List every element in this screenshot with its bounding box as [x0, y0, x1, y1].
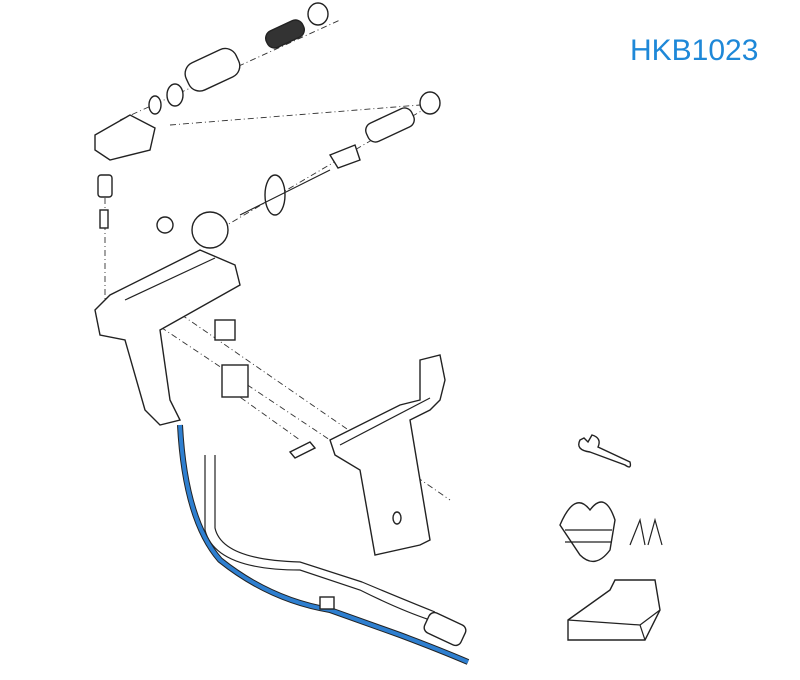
soldering-stand — [559, 501, 663, 641]
gun-body-right — [329, 354, 446, 556]
wrench-icon — [578, 434, 632, 468]
heater-assembly — [94, 2, 329, 229]
gun-body-left — [94, 249, 317, 459]
nozzle-assembly — [156, 91, 441, 249]
part-code-label: HKB1023 — [630, 34, 759, 67]
cord-assembly — [177, 424, 470, 665]
